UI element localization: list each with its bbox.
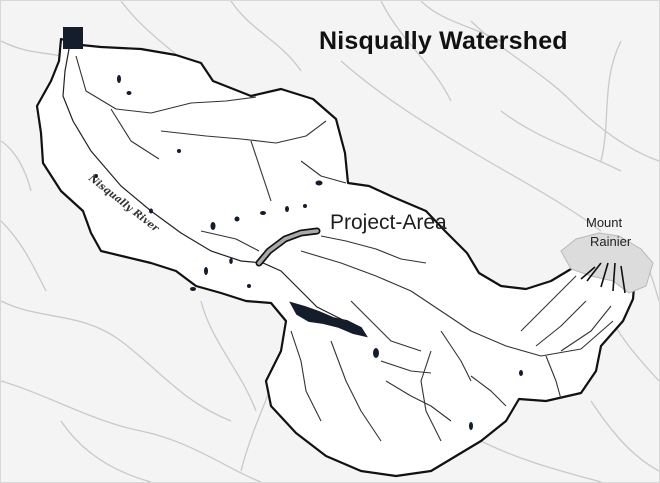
- mount-rainier-label-line1: Mount: [586, 215, 623, 230]
- small-lakes: [94, 75, 523, 430]
- nisqually-river: [62, 48, 364, 332]
- glacier-streams: [580, 262, 626, 294]
- map-title: Nisqually Watershed: [319, 27, 568, 55]
- nisqually-reach: [63, 27, 83, 49]
- watershed-boundary: [35, 37, 638, 478]
- project-area-label: Project-Area: [330, 211, 447, 234]
- project-area-fill: [257, 229, 319, 265]
- glacier-area: [560, 232, 654, 294]
- reservoir: [289, 301, 368, 338]
- mount-rainier-label-line2: Rainier: [590, 234, 632, 249]
- subbasin-lines: [75, 55, 614, 442]
